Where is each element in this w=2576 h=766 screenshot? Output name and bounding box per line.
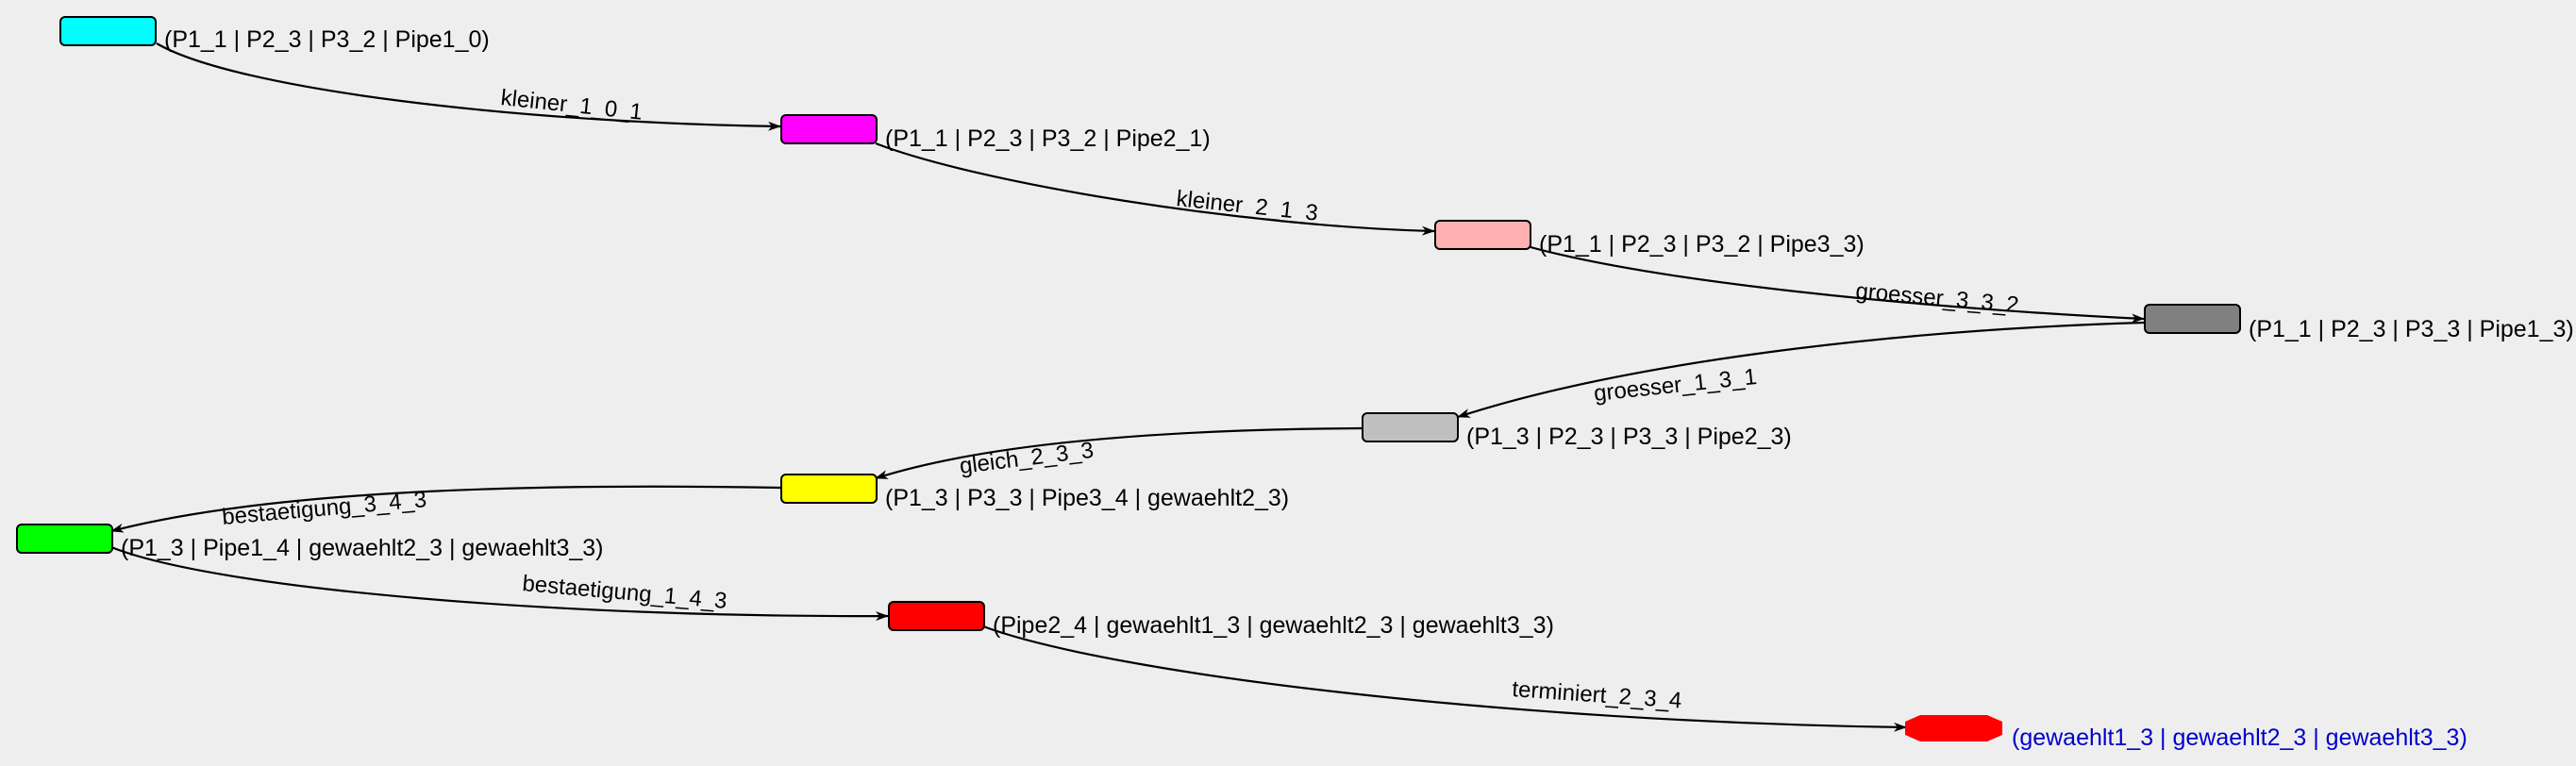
final-state-node-s8[interactable]	[1905, 715, 2002, 741]
edge-label-s5-s6: bestaetigung_3_4_3	[221, 487, 427, 530]
edge-label-s0-s1: kleiner_1_0_1	[499, 85, 644, 125]
edge-s1-s2	[875, 142, 1435, 236]
state-label-s0: (P1_1 | P2_3 | P3_2 | Pipe1_0)	[164, 26, 490, 53]
edge-s7-s8	[982, 624, 1907, 732]
edge-s2-s3	[1530, 245, 2145, 324]
state-node-s1[interactable]	[780, 114, 878, 144]
state-label-s5: (P1_3 | P3_3 | Pipe3_4 | gewaehlt2_3)	[885, 485, 1289, 511]
state-label-s4: (P1_3 | P2_3 | P3_3 | Pipe2_3)	[1466, 424, 1792, 450]
state-label-s2: (P1_1 | P2_3 | P3_2 | Pipe3_3)	[1539, 231, 1865, 258]
edge-s5-s6	[110, 485, 782, 533]
edge-s6-s7	[110, 545, 889, 622]
transition-edges	[110, 42, 2145, 732]
state-node-s2[interactable]	[1434, 220, 1531, 250]
edge-label-s1-s2: kleiner_2_1_3	[1175, 186, 1319, 226]
edge-s3-s4	[1457, 321, 2145, 419]
state-node-s5[interactable]	[780, 474, 878, 504]
state-node-s4[interactable]	[1362, 412, 1459, 442]
state-label-s7: (Pipe2_4 | gewaehlt1_3 | gewaehlt2_3 | g…	[993, 612, 1554, 639]
state-node-s0[interactable]	[59, 16, 157, 46]
edge-label-s7-s8: terminiert_2_3_4	[1512, 676, 1683, 713]
edge-label-s4-s5: gleich_2_3_3	[958, 438, 1095, 479]
state-node-s3[interactable]	[2144, 304, 2241, 334]
edge-label-s2-s3: groesser_3_3_2	[1854, 278, 2019, 318]
edge-s4-s5	[875, 426, 1363, 480]
state-node-s6[interactable]	[16, 524, 113, 554]
state-label-s3: (P1_1 | P2_3 | P3_3 | Pipe1_3)	[2249, 316, 2574, 342]
edge-label-s3-s4: groesser_1_3_1	[1593, 364, 1758, 407]
state-nodes	[16, 16, 2241, 741]
final-state-label-s8: (gewaehlt1_3 | gewaehlt2_3 | gewaehlt3_3…	[2012, 724, 2467, 751]
state-label-s6: (P1_3 | Pipe1_4 | gewaehlt2_3 | gewaehlt…	[121, 535, 604, 561]
edge-s0-s1	[156, 42, 781, 131]
state-label-s1: (P1_1 | P2_3 | P3_2 | Pipe2_1)	[885, 125, 1211, 152]
state-labels: (P1_1 | P2_3 | P3_2 | Pipe1_0) (P1_1 | P…	[121, 26, 2574, 751]
state-node-s7[interactable]	[888, 601, 985, 631]
